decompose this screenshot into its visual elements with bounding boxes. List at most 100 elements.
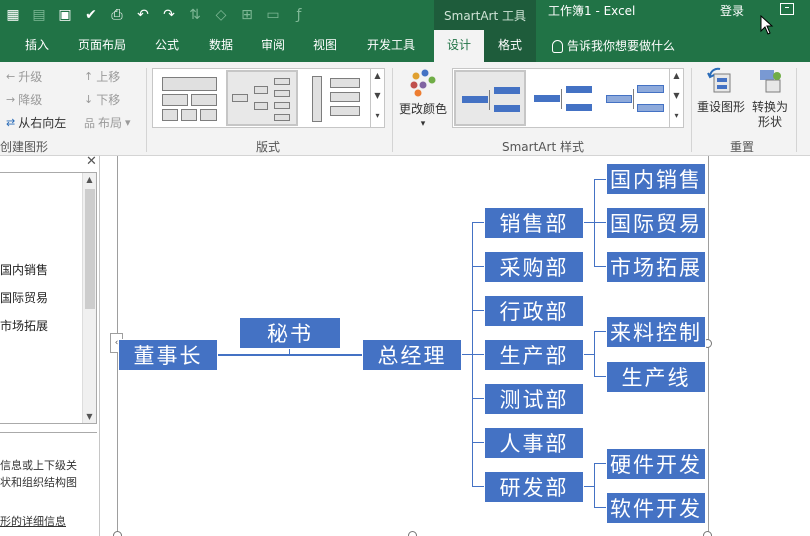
connector-line [472, 442, 484, 443]
tab-format[interactable]: 格式 [484, 30, 536, 62]
org-node-sales[interactable]: 销售部 [484, 207, 584, 239]
org-node-production[interactable]: 生产部 [484, 339, 584, 371]
layouts-gallery[interactable]: ▲ ▼ ▾ [152, 68, 385, 128]
tab-formulas[interactable]: 公式 [154, 38, 179, 52]
promote-button[interactable]: ← 升级 [6, 68, 42, 85]
gallery-expand-icon[interactable]: ▾ [674, 111, 679, 120]
right-to-left-button[interactable]: ⇄ 从右向左 [6, 114, 66, 131]
redo-icon[interactable]: ↷ [163, 7, 175, 23]
create-graphic-group-label: 创建图形 [0, 140, 49, 154]
excel-app-icon[interactable]: ▦ [6, 7, 20, 23]
style-thumb-gradient[interactable] [601, 71, 669, 125]
login-button[interactable]: 登录 [720, 4, 745, 18]
org-node-chairman[interactable]: 董事长 [118, 339, 218, 371]
connector-line [218, 354, 363, 356]
org-node-rnd[interactable]: 研发部 [484, 471, 584, 503]
text-pane-list[interactable]: 国内销售 国际贸易 市场拓展 ▲ ▼ [0, 172, 97, 424]
connector-line [594, 331, 595, 376]
scroll-down-icon[interactable]: ▼ [86, 412, 93, 421]
resize-handle[interactable] [703, 531, 712, 536]
smartart-styles-gallery[interactable]: ▲ ▼ ▾ [452, 68, 684, 128]
org-node-software-dev[interactable]: 软件开发 [606, 492, 706, 524]
tab-page-layout[interactable]: 页面布局 [77, 38, 126, 52]
change-colors-button[interactable]: 更改颜色 ▾ [396, 68, 450, 134]
org-node-intl-trade[interactable]: 国际贸易 [606, 207, 706, 239]
right-to-left-label: 从右向左 [18, 116, 67, 130]
separator [796, 68, 797, 152]
gallery-expand-icon[interactable]: ▾ [375, 111, 380, 120]
function-icon[interactable]: ƒ [296, 7, 302, 23]
org-node-general-manager[interactable]: 总经理 [362, 339, 462, 371]
org-node-purchasing[interactable]: 采购部 [484, 251, 584, 283]
tab-developer[interactable]: 开发工具 [366, 38, 415, 52]
clipboard-icon[interactable]: ▭ [266, 7, 280, 23]
resize-handle[interactable] [113, 531, 122, 536]
tab-design[interactable]: 设计 [434, 30, 484, 62]
print-preview-icon[interactable]: ⎙ [111, 7, 123, 23]
grid-icon[interactable]: ▤ [32, 7, 46, 23]
arrow-up-icon: ↑ [84, 70, 94, 83]
org-node-secretary[interactable]: 秘书 [239, 317, 341, 349]
close-icon[interactable]: ✕ [86, 154, 97, 169]
tab-insert[interactable]: 插入 [24, 38, 49, 52]
separator [146, 68, 147, 152]
list-item[interactable]: 国际贸易 [0, 289, 48, 306]
org-node-domestic-sales[interactable]: 国内销售 [606, 163, 706, 195]
scroll-down-icon[interactable]: ▼ [374, 91, 381, 100]
list-item[interactable]: 国内销售 [0, 261, 48, 278]
layouts-gallery-scroll[interactable]: ▲ ▼ ▾ [370, 69, 384, 127]
style-thumb-shadow[interactable] [529, 71, 599, 125]
more-info-link[interactable]: 形的详细信息 [0, 515, 66, 528]
layout-button[interactable]: 品 布局 ▾ [84, 114, 131, 131]
save-icon[interactable]: ▣ [58, 7, 72, 23]
palette-icon [410, 69, 436, 97]
move-down-button[interactable]: ↓ 下移 [84, 91, 120, 108]
scroll-up-icon[interactable]: ▲ [86, 175, 93, 184]
format-icon[interactable]: ⊞ [241, 7, 253, 23]
ribbon-display-options-icon[interactable] [780, 3, 794, 15]
description-line: 信息或上下级关 [0, 459, 77, 472]
demote-button[interactable]: → 降级 [6, 91, 42, 108]
title-bar: ▦ ▤ ▣ ✔ ⎙ ↶ ↷ ⇅ ◇ ⊞ ▭ ƒ SmartArt 工具 工作簿1… [0, 0, 810, 30]
text-pane-scrollbar[interactable]: ▲ ▼ [82, 173, 96, 423]
reset-graphic-button[interactable]: 重设图形 [694, 66, 748, 134]
org-node-testing[interactable]: 测试部 [484, 383, 584, 415]
connector-line [472, 398, 484, 399]
scroll-up-icon[interactable]: ▲ [673, 71, 680, 80]
convert-shapes-icon [760, 70, 781, 93]
org-node-production-line[interactable]: 生产线 [606, 361, 706, 393]
tab-data[interactable]: 数据 [208, 38, 233, 52]
sort-icon[interactable]: ⇅ [189, 7, 201, 23]
scroll-down-icon[interactable]: ▼ [673, 91, 680, 100]
convert-to-shapes-button[interactable]: 转换为形状 [748, 66, 792, 134]
tell-me-box[interactable]: 告诉我你想要做什么 [552, 30, 675, 62]
layout-thumb-labeled-hierarchy[interactable] [301, 71, 369, 125]
connector-line [472, 222, 484, 223]
connector-line [472, 310, 484, 311]
shape-icon[interactable]: ◇ [215, 7, 227, 23]
undo-icon[interactable]: ↶ [137, 7, 149, 23]
document-title: 工作簿1 - Excel [548, 4, 636, 18]
list-item[interactable]: 市场拓展 [0, 317, 48, 334]
styles-gallery-scroll[interactable]: ▲ ▼ ▾ [669, 69, 683, 127]
swap-arrows-icon: ⇄ [6, 116, 16, 129]
tab-view[interactable]: 视图 [312, 38, 337, 52]
org-node-hardware-dev[interactable]: 硬件开发 [606, 448, 706, 480]
check-icon[interactable]: ✔ [85, 7, 97, 23]
org-node-material-control[interactable]: 来料控制 [606, 316, 706, 348]
scroll-thumb[interactable] [85, 189, 95, 309]
layout-thumb-horizontal-hierarchy[interactable] [226, 70, 298, 126]
demote-label: 降级 [18, 93, 43, 107]
list-item-text: 国内销售 [0, 263, 49, 277]
arrow-left-icon: ← [6, 70, 16, 83]
quick-access-toolbar: ▦ ▤ ▣ ✔ ⎙ ↶ ↷ ⇅ ◇ ⊞ ▭ ƒ [0, 0, 312, 30]
scroll-up-icon[interactable]: ▲ [374, 71, 381, 80]
org-node-hr[interactable]: 人事部 [484, 427, 584, 459]
resize-handle[interactable] [408, 531, 417, 536]
layout-thumb-org-chart[interactable] [155, 71, 223, 125]
tab-review[interactable]: 审阅 [260, 38, 285, 52]
style-thumb-flat[interactable] [454, 70, 526, 126]
move-up-button[interactable]: ↑ 上移 [84, 68, 120, 85]
org-node-admin[interactable]: 行政部 [484, 295, 584, 327]
org-node-market-expansion[interactable]: 市场拓展 [606, 251, 706, 283]
